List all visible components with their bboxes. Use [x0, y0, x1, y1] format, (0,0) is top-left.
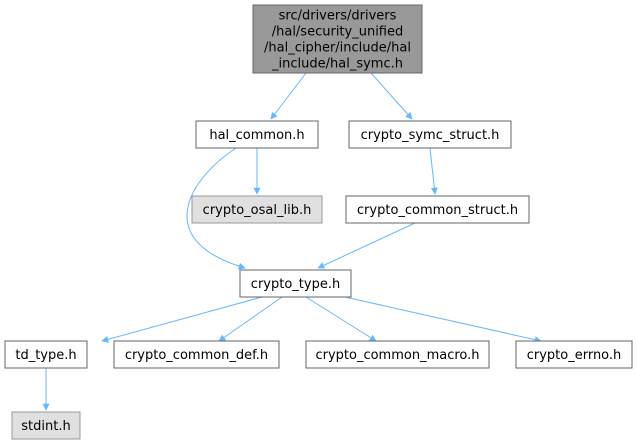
node-label: src/drivers/drivers	[279, 9, 397, 24]
node-box	[305, 340, 490, 369]
node-stdint: stdint.h	[11, 411, 81, 440]
node-crypto-common-struct[interactable]: crypto_common_struct.h	[345, 195, 530, 224]
nodes-layer: src/drivers/drivers/hal/security_unified…	[4, 4, 633, 440]
edge-hal-common-to-crypto-type	[186, 147, 246, 270]
node-crypto-common-macro[interactable]: crypto_common_macro.h	[305, 340, 490, 369]
node-crypto-type[interactable]: crypto_type.h	[239, 269, 352, 298]
node-label: crypto_symc_struct.h	[361, 128, 500, 143]
node-label: crypto_osal_lib.h	[203, 203, 312, 218]
node-crypto-errno[interactable]: crypto_errno.h	[515, 340, 633, 369]
edge-crypto-type-to-crypto-errno	[344, 296, 542, 344]
node-crypto-osal-lib: crypto_osal_lib.h	[191, 195, 323, 224]
node-box	[252, 4, 423, 74]
node-label: _include/hal_symc.h	[271, 57, 403, 72]
node-hal-common[interactable]: hal_common.h	[195, 120, 319, 149]
edge-crypto-type-to-td-type	[101, 296, 263, 343]
node-box	[11, 411, 81, 440]
node-label: crypto_type.h	[251, 277, 340, 292]
node-td-type[interactable]: td_type.h	[4, 340, 88, 369]
node-box	[345, 195, 530, 224]
node-label: /hal_cipher/include/hal	[264, 41, 411, 56]
edge-hal-symc-to-hal-common	[270, 72, 307, 120]
node-label: crypto_common_def.h	[125, 348, 268, 363]
node-crypto-symc-struct[interactable]: crypto_symc_struct.h	[348, 120, 512, 149]
edges-layer	[42, 72, 542, 411]
node-box	[348, 120, 512, 149]
edge-crypto-type-to-crypto-common-def	[218, 296, 283, 342]
edge-crypto-type-to-crypto-common-macro	[305, 296, 377, 342]
node-box	[113, 340, 280, 369]
node-label: hal_common.h	[209, 128, 304, 143]
node-box	[239, 269, 352, 298]
node-box	[4, 340, 88, 369]
node-crypto-common-def[interactable]: crypto_common_def.h	[113, 340, 280, 369]
node-label: /hal/security_unified	[272, 25, 404, 40]
node-box	[191, 195, 323, 224]
node-label: td_type.h	[15, 348, 76, 363]
edge-crypto-symc-struct-to-crypto-common-struct	[429, 147, 438, 195]
node-label: crypto_common_struct.h	[357, 203, 518, 218]
node-hal-symc: src/drivers/drivers/hal/security_unified…	[252, 4, 423, 74]
edge-hal-symc-to-crypto-symc-struct	[370, 72, 413, 120]
node-box	[195, 120, 319, 149]
node-label: crypto_errno.h	[527, 348, 622, 363]
node-label: stdint.h	[21, 419, 70, 434]
node-box	[515, 340, 633, 369]
node-label: crypto_common_macro.h	[315, 348, 479, 363]
edge-crypto-common-struct-to-crypto-type	[317, 222, 416, 269]
